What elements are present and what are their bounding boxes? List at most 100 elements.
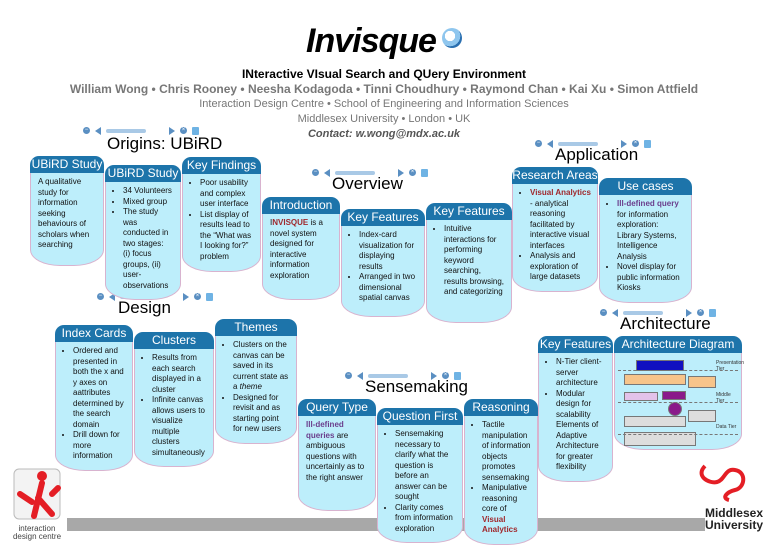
text-run: Designed for revisit and as starting poi… (233, 392, 282, 434)
share-button[interactable] (206, 292, 213, 301)
card-heading: Use cases (599, 178, 692, 195)
card-heading: UBiRD Study (105, 165, 181, 182)
text-run: 34 Volunteers (123, 186, 172, 195)
share-button[interactable] (644, 139, 651, 148)
card-note: (i) focus groups, (ii) user-observations (123, 249, 169, 290)
share-button[interactable] (454, 371, 461, 380)
bullet-item: Clusters on the canvas can be saved in i… (233, 340, 290, 393)
zoom-out-button[interactable]: − (535, 140, 542, 147)
share-button[interactable] (192, 126, 199, 135)
card-body: Tactile manipulation of information obje… (464, 416, 538, 545)
tier-label: Middle Tier (716, 392, 731, 404)
card-paragraph: A qualitative study for information seek… (38, 177, 97, 251)
zoom-out-button[interactable]: − (97, 293, 104, 300)
slider-track[interactable] (106, 128, 146, 133)
bullet-list: Index-card visualization for displaying … (349, 230, 418, 304)
previous-button[interactable] (357, 371, 363, 380)
close-button[interactable]: × (632, 140, 639, 147)
previous-button[interactable] (324, 168, 330, 177)
text-run: Poor usability and complex user interfac… (200, 178, 249, 208)
close-button[interactable]: × (697, 309, 704, 316)
next-button[interactable] (398, 168, 404, 177)
card-heading: Themes (215, 319, 297, 336)
card-heading: Research Areas (512, 167, 598, 184)
text-run: Novel display for public information Kio… (617, 262, 680, 292)
slider-track[interactable] (368, 373, 408, 378)
card-body: Sensemaking necessary to clarify what th… (377, 425, 463, 543)
close-button[interactable]: × (194, 293, 201, 300)
share-button[interactable] (421, 168, 428, 177)
next-button[interactable] (169, 126, 175, 135)
text-run: N-Tier client-server architecture (556, 357, 602, 387)
card-heading: Reasoning (464, 399, 538, 416)
card-body: Index-card visualization for displaying … (341, 226, 425, 317)
bullet-item: Arranged in two dimensional spatial canv… (359, 272, 418, 304)
bullet-list: Clusters on the canvas can be saved in i… (223, 340, 290, 435)
card-paragraph: Ill-defined queries are ambiguous questi… (306, 420, 369, 483)
close-button[interactable]: × (409, 169, 416, 176)
text-run: - analytical reasoning facilitated by in… (530, 198, 590, 250)
close-button[interactable]: × (180, 127, 187, 134)
zoom-out-button[interactable]: − (600, 309, 607, 316)
card-body: Ill-defined query for information explor… (599, 195, 692, 303)
tier-divider (618, 402, 738, 403)
text-run: Index-card visualization for displaying … (359, 230, 415, 271)
card-body: Visual Analytics - analytical reasoning … (512, 184, 598, 292)
section-toolbar: −× (83, 126, 199, 135)
zoom-out-button[interactable]: − (312, 169, 319, 176)
info-card: Research AreasVisual Analytics - analyti… (512, 167, 598, 292)
slider-track[interactable] (335, 170, 375, 175)
card-heading: Key Findings (182, 157, 261, 174)
previous-button[interactable] (95, 126, 101, 135)
bullet-list: Poor usability and complex user interfac… (190, 178, 254, 262)
highlighted-text: NVISQUE (272, 218, 309, 227)
bullet-item: Clarity comes from information explorati… (395, 503, 456, 535)
text-run: Clusters on the canvas can be saved in i… (233, 340, 289, 391)
next-button[interactable] (431, 371, 437, 380)
text-run: Analysis and exploration of large datase… (530, 251, 581, 281)
next-button[interactable] (183, 292, 189, 301)
bullet-item: Infinite canvas allows users to visualiz… (152, 395, 207, 458)
card-body: Intuitive interactions for performing ke… (426, 220, 512, 323)
previous-button[interactable] (109, 292, 115, 301)
text-run: are ambiguous questions with uncertainly… (306, 430, 365, 482)
card-body: INVISQUE is a novel system designed for … (262, 214, 340, 300)
text-run: Modular design for scalability Elements … (556, 388, 599, 472)
idc-figure-icon (13, 468, 61, 520)
card-heading: Key Features (538, 336, 613, 353)
text-run: Infinite canvas allows users to visualiz… (152, 395, 205, 457)
bullet-item: Mixed group (123, 197, 174, 208)
bullet-item: List display of results lead to the “Wha… (200, 210, 254, 263)
section-title: Application (555, 145, 639, 164)
text-run: Clarity comes from information explorati… (395, 502, 453, 533)
previous-button[interactable] (547, 139, 553, 148)
zoom-out-button[interactable]: − (83, 127, 90, 134)
card-heading: Clusters (134, 332, 214, 349)
card-heading: Key Features (341, 209, 425, 226)
close-button[interactable]: × (442, 372, 449, 379)
previous-button[interactable] (612, 308, 618, 317)
bullet-item: Intuitive interactions for performing ke… (444, 224, 505, 298)
slider-track[interactable] (623, 310, 663, 315)
diagram-box (688, 376, 716, 388)
text-run: Intuitive interactions for performing ke… (444, 224, 505, 296)
bullet-list: Sensemaking necessary to clarify what th… (385, 429, 456, 534)
share-button[interactable] (709, 308, 716, 317)
bullet-item: Index-card visualization for displaying … (359, 230, 418, 272)
section-title: Overview (332, 174, 403, 193)
section-toolbar: −× (600, 308, 716, 317)
bullet-item: Designed for revisit and as starting poi… (233, 393, 290, 435)
zoom-out-button[interactable]: − (345, 372, 352, 379)
diagram-box (624, 432, 696, 446)
highlighted-text: Visual Analytics (482, 514, 518, 535)
next-button[interactable] (621, 139, 627, 148)
slider-track[interactable] (558, 141, 598, 146)
card-heading: UBiRD Study (30, 156, 104, 173)
text-run: for information exploration: Library Sys… (617, 209, 677, 261)
university: Middlesex University • London • UK (297, 113, 471, 125)
diagram-box (624, 416, 686, 427)
next-button[interactable] (686, 308, 692, 317)
text-run: Mixed group (123, 196, 168, 206)
section-title: Design (118, 298, 171, 317)
card-body: Poor usability and complex user interfac… (182, 174, 261, 272)
